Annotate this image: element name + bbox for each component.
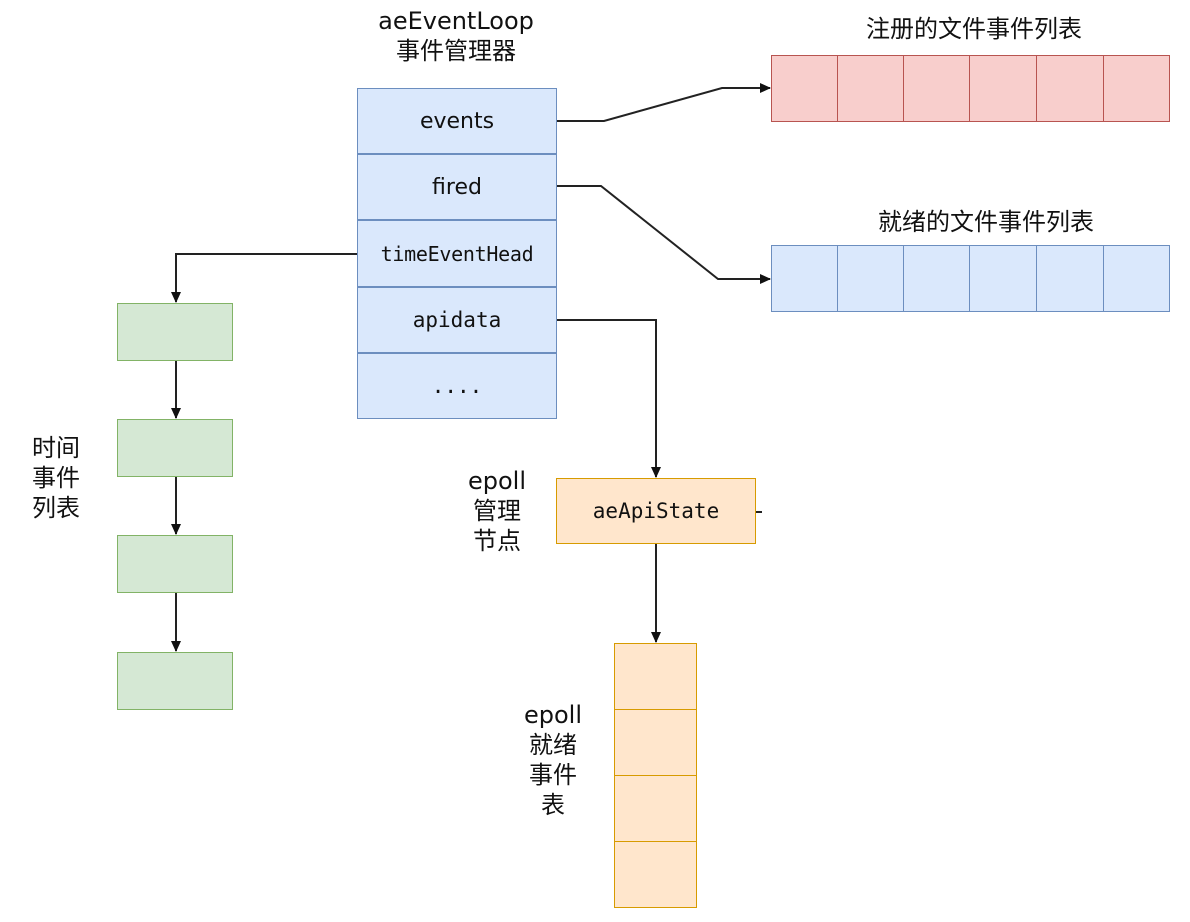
field-fired: fired (357, 154, 557, 220)
epoll-ready-cell (614, 643, 697, 710)
epoll-node-label-line2: 管理 (473, 497, 521, 525)
ready-list-cell (771, 245, 838, 312)
field-time-event-head: timeEventHead (357, 220, 557, 287)
epoll-ready-cell (614, 841, 697, 908)
epoll-node-label-line1: epoll (467, 467, 527, 495)
time-events-label-line3: 列表 (32, 494, 80, 522)
time-event-head-arrow (171, 253, 357, 303)
field-events: events (357, 88, 557, 154)
registered-list-cell (771, 55, 838, 122)
field-events-label: events (419, 108, 495, 134)
epoll-ready-cell (614, 775, 697, 842)
ready-list-cell (969, 245, 1037, 312)
field-ellipsis: .... (357, 353, 557, 419)
time-event-node (117, 535, 233, 593)
epoll-ready-cell (614, 709, 697, 776)
fired-to-ready-arrow (557, 185, 771, 284)
epoll-ready-label: epoll 就绪 事件 表 (518, 700, 588, 820)
time-event-node (117, 419, 233, 477)
event-loop-title-line1: aeEventLoop (378, 7, 534, 35)
apidata-arrow (557, 319, 661, 478)
epoll-ready-label-line1: epoll (523, 701, 583, 729)
time-events-label-line1: 时间 (32, 434, 80, 462)
time-event-node (117, 652, 233, 710)
time-event-node (117, 303, 233, 361)
field-apidata-label: apidata (412, 308, 502, 332)
field-ellipsis-label: .... (431, 374, 483, 398)
ae-api-state-node: aeApiState (556, 478, 756, 544)
epoll-node-label-line3: 节点 (473, 527, 521, 555)
ready-list-cell (837, 245, 904, 312)
epoll-ready-label-line3: 事件 (529, 761, 577, 789)
epoll-ready-label-line4: 表 (541, 791, 565, 819)
events-to-registered-arrow (557, 83, 771, 122)
epoll-node-label: epoll 管理 节点 (462, 466, 532, 556)
registered-list-cell (969, 55, 1037, 122)
registered-list-cell (1036, 55, 1104, 122)
registered-list-cell (903, 55, 970, 122)
field-fired-label: fired (432, 174, 482, 200)
ready-list-cell (1103, 245, 1170, 312)
ready-list-title: 就绪的文件事件列表 (878, 208, 1094, 236)
ready-list-cell (903, 245, 970, 312)
registered-list-cell (1103, 55, 1170, 122)
event-loop-title-line2: 事件管理器 (396, 37, 516, 65)
field-apidata: apidata (357, 287, 557, 353)
time-events-label-line2: 事件 (32, 464, 80, 492)
ae-api-state-label: aeApiState (592, 499, 720, 523)
field-time-event-head-label: timeEventHead (380, 241, 534, 266)
registered-list-title: 注册的文件事件列表 (866, 15, 1082, 43)
epoll-ready-label-line2: 就绪 (529, 731, 577, 759)
time-events-label: 时间 事件 列表 (32, 433, 80, 523)
event-loop-title: aeEventLoop 事件管理器 (356, 6, 556, 66)
